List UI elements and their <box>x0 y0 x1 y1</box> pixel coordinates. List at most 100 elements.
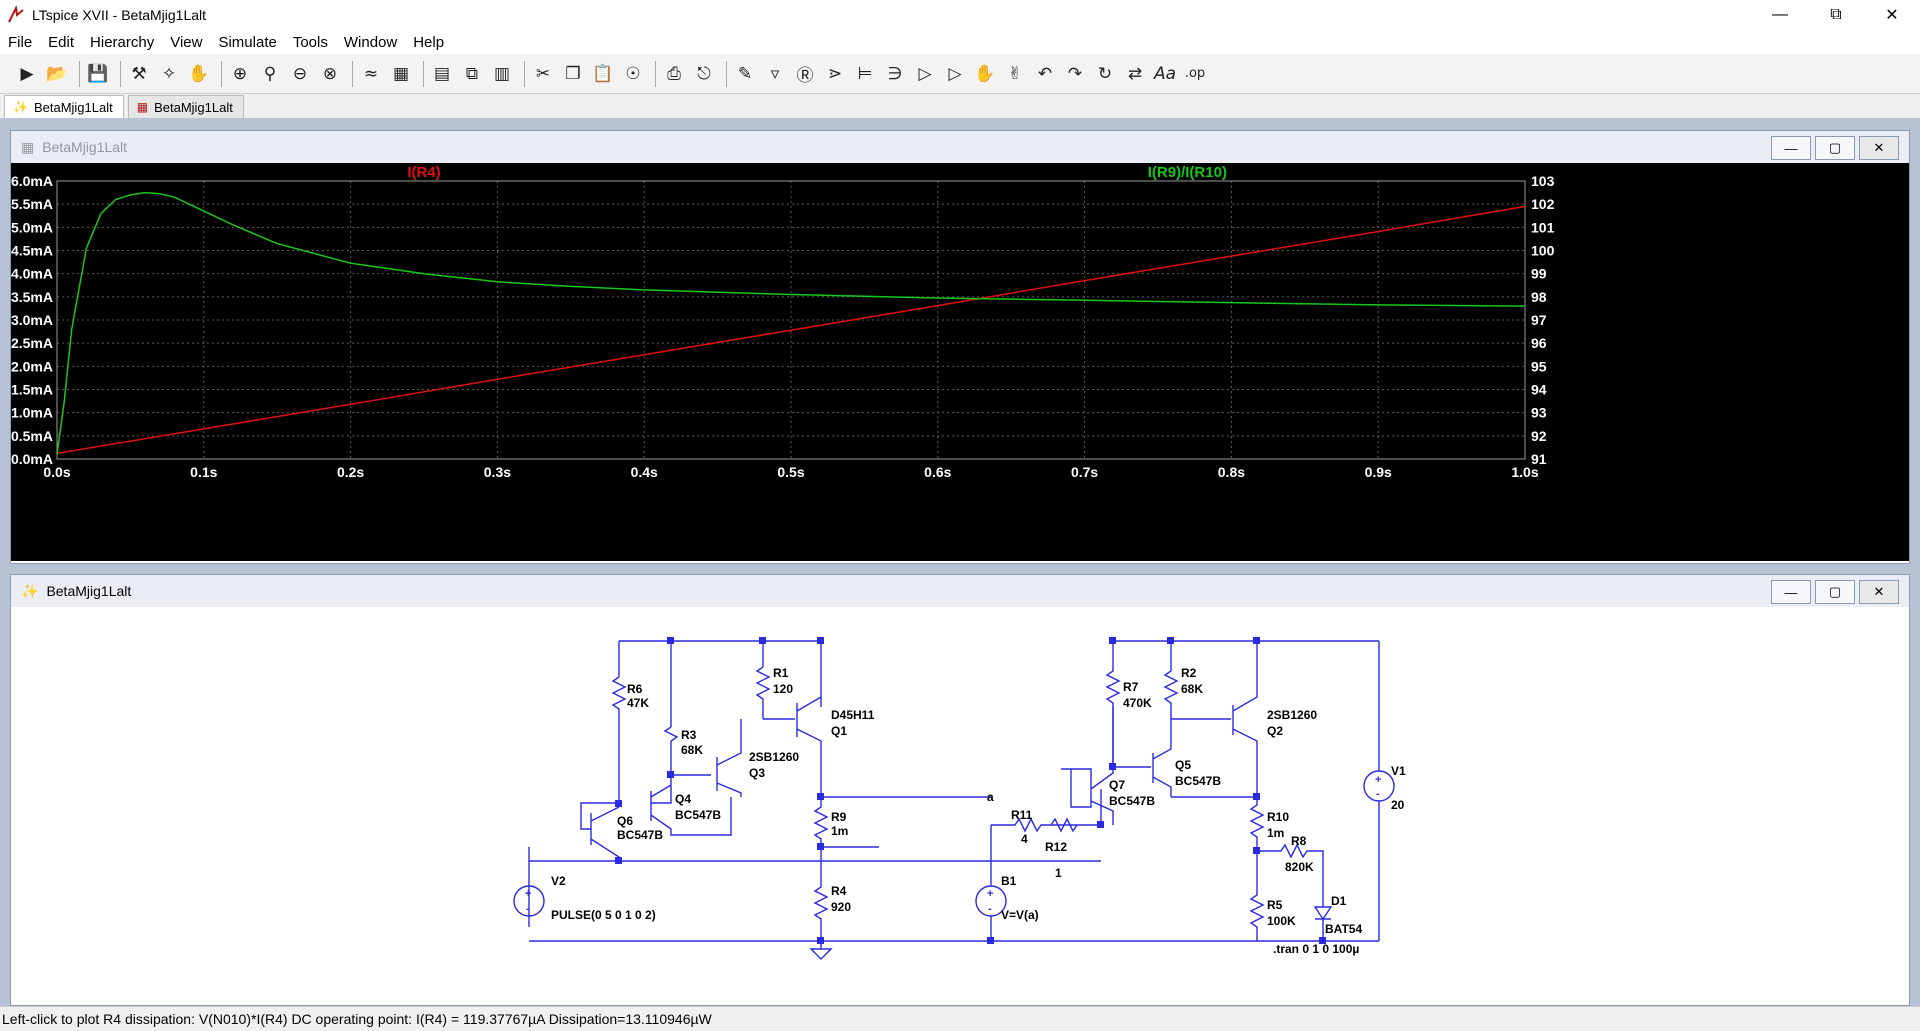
resistor-icon[interactable]: ⋗ <box>827 63 843 84</box>
print-preview-icon[interactable]: ⎋ <box>697 63 711 84</box>
print-icon[interactable]: ⎙ <box>667 63 681 84</box>
series-line-i-r9-r10 <box>56 191 1526 455</box>
y-tick-label: 5.0mA <box>11 219 53 235</box>
label-r11-name: R11 <box>1011 808 1033 822</box>
close-button[interactable]: ✕ <box>1885 7 1899 24</box>
label-q6-name: Q6 <box>617 814 633 828</box>
x-tick-label: 0.8s <box>1218 464 1245 480</box>
y-tick-label: 0.5mA <box>11 428 53 444</box>
label-q5-part: BC547B <box>1175 774 1221 788</box>
maximize-button[interactable]: ▢ <box>1815 580 1855 604</box>
label-icon[interactable]: Ⓡ <box>796 66 814 86</box>
y2-tick-label: 101 <box>1531 219 1555 235</box>
open-icon[interactable]: 📂 <box>46 63 68 84</box>
menu-simulate[interactable]: Simulate <box>218 33 277 51</box>
chart-icon[interactable]: ▦ <box>392 63 410 84</box>
toolbar: ▶ 📂 💾 ⚒ ✧ ✋ ⊕ ⚲ ⊖ ⊗ ≈ ▦ ▤ ⧉ ▥ ✂ ❐ 📋 ☉ ⎙ … <box>0 54 1920 94</box>
restore-button[interactable]: ⧉ <box>1830 6 1842 23</box>
label-q1-name: Q1 <box>831 724 847 738</box>
zoom-area-icon[interactable]: ⚲ <box>263 63 277 84</box>
tab-waveform[interactable]: ▦ BetaMjig1Lalt <box>127 95 244 118</box>
x-tick-label: 0.3s <box>484 464 511 480</box>
cascade-icon[interactable]: ⧉ <box>465 63 479 84</box>
rotate-icon[interactable]: ↻ <box>1097 63 1113 84</box>
zoom-in-icon[interactable]: ⊕ <box>232 63 248 84</box>
capacitor-icon[interactable]: ⊨ <box>857 63 873 84</box>
menu-edit[interactable]: Edit <box>48 33 75 51</box>
label-r2-value: 68K <box>1181 682 1203 696</box>
label-r7-name: R7 <box>1123 680 1139 694</box>
menu-file[interactable]: File <box>8 33 33 51</box>
tab-label: BetaMjig1Lalt <box>154 99 233 115</box>
y2-tick-label: 103 <box>1531 173 1555 189</box>
y2-tick-label: 94 <box>1531 382 1547 398</box>
mirror-icon[interactable]: ⇄ <box>1127 63 1143 84</box>
menu-bar: File Edit Hierarchy View Simulate Tools … <box>0 30 1920 54</box>
label-q7-name: Q7 <box>1109 778 1125 792</box>
tile-horizontal-icon[interactable]: ▤ <box>433 63 451 84</box>
minimize-button[interactable]: — <box>1772 6 1788 23</box>
ground-icon[interactable]: ▿ <box>770 63 780 84</box>
label-q1-part: D45H11 <box>831 708 875 722</box>
label-r12-value: 1 <box>1055 866 1062 880</box>
paste-icon[interactable]: 📋 <box>592 63 614 84</box>
label-d1-part: BAT54 <box>1325 922 1362 936</box>
schematic-wires <box>513 640 1395 960</box>
copy-icon[interactable]: ❐ <box>565 63 581 84</box>
spice-directive-icon[interactable]: .op <box>1184 66 1206 81</box>
minimize-button[interactable]: — <box>1771 136 1811 160</box>
maximize-button[interactable]: ▢ <box>1815 136 1855 160</box>
label-r2-name: R2 <box>1181 666 1197 680</box>
menu-tools[interactable]: Tools <box>292 33 328 51</box>
y-tick-label: 2.0mA <box>11 358 53 374</box>
menu-view[interactable]: View <box>170 33 203 51</box>
inductor-icon[interactable]: ∋ <box>887 63 903 84</box>
label-r9-name: R9 <box>831 810 847 824</box>
text-icon[interactable]: Aa <box>1153 63 1177 84</box>
undo-icon[interactable]: ↶ <box>1037 63 1053 84</box>
y2-tick-label: 93 <box>1531 405 1547 421</box>
label-r7-value: 470K <box>1123 696 1152 710</box>
waveform-icon: ▦ <box>21 138 35 155</box>
control-panel-icon[interactable]: ⚒ <box>131 63 147 84</box>
save-icon[interactable]: 💾 <box>87 63 109 84</box>
schematic-window: ✨ BetaMjig1Lalt — ▢ ✕ <box>10 574 1910 1006</box>
redo-icon[interactable]: ↷ <box>1067 63 1083 84</box>
label-q4-part: BC547B <box>675 808 721 822</box>
autorange-icon[interactable]: ≈ <box>363 63 379 84</box>
source-signs: + + + - - - <box>525 774 1381 915</box>
zoom-out-icon[interactable]: ⊖ <box>292 63 308 84</box>
window-title: LTspice XVII - BetaMjig1Lalt <box>32 7 207 23</box>
run-man-icon[interactable]: ✧ <box>161 63 177 84</box>
zoom-fit-icon[interactable]: ⊗ <box>322 63 338 84</box>
menu-window[interactable]: Window <box>343 33 398 51</box>
waveform-plot[interactable]: 0.0mA0.5mA1.0mA1.5mA2.0mA2.5mA3.0mA3.5mA… <box>11 163 1909 561</box>
close-button[interactable]: ✕ <box>1859 136 1899 160</box>
draw-wire-icon[interactable]: ✎ <box>737 63 753 84</box>
diode-icon[interactable]: ▷ <box>918 63 932 84</box>
pan-hand-icon[interactable]: ✋ <box>188 63 210 84</box>
y-tick-label: 2.5mA <box>11 335 53 351</box>
close-button[interactable]: ✕ <box>1859 580 1899 604</box>
schematic-canvas[interactable]: + + + - - - R6 47K R3 68K R1 120 D45H11 … <box>11 607 1909 1003</box>
move-hand-icon[interactable]: ✋ <box>974 63 996 84</box>
label-r4-value: 920 <box>831 900 851 914</box>
x-tick-label: 0.5s <box>777 464 804 480</box>
net-label-a: a <box>987 790 994 804</box>
run-icon[interactable]: ▶ <box>20 63 34 84</box>
find-icon[interactable]: ☉ <box>625 63 641 84</box>
y-tick-label: 4.0mA <box>11 266 53 282</box>
menu-hierarchy[interactable]: Hierarchy <box>90 33 155 51</box>
menu-help[interactable]: Help <box>413 33 445 51</box>
drag-hand-icon[interactable]: ✌ <box>1007 63 1023 84</box>
label-q3-name: Q3 <box>749 766 765 780</box>
tab-schematic[interactable]: ✨ BetaMjig1Lalt <box>4 95 124 118</box>
tile-vertical-icon[interactable]: ▥ <box>493 63 511 84</box>
minimize-button[interactable]: — <box>1771 580 1811 604</box>
v1-plus-sign: + <box>1375 774 1381 786</box>
x-tick-label: 1.0s <box>1511 464 1538 480</box>
component-icon[interactable]: ▷ <box>948 63 962 84</box>
cut-icon[interactable]: ✂ <box>535 63 551 84</box>
